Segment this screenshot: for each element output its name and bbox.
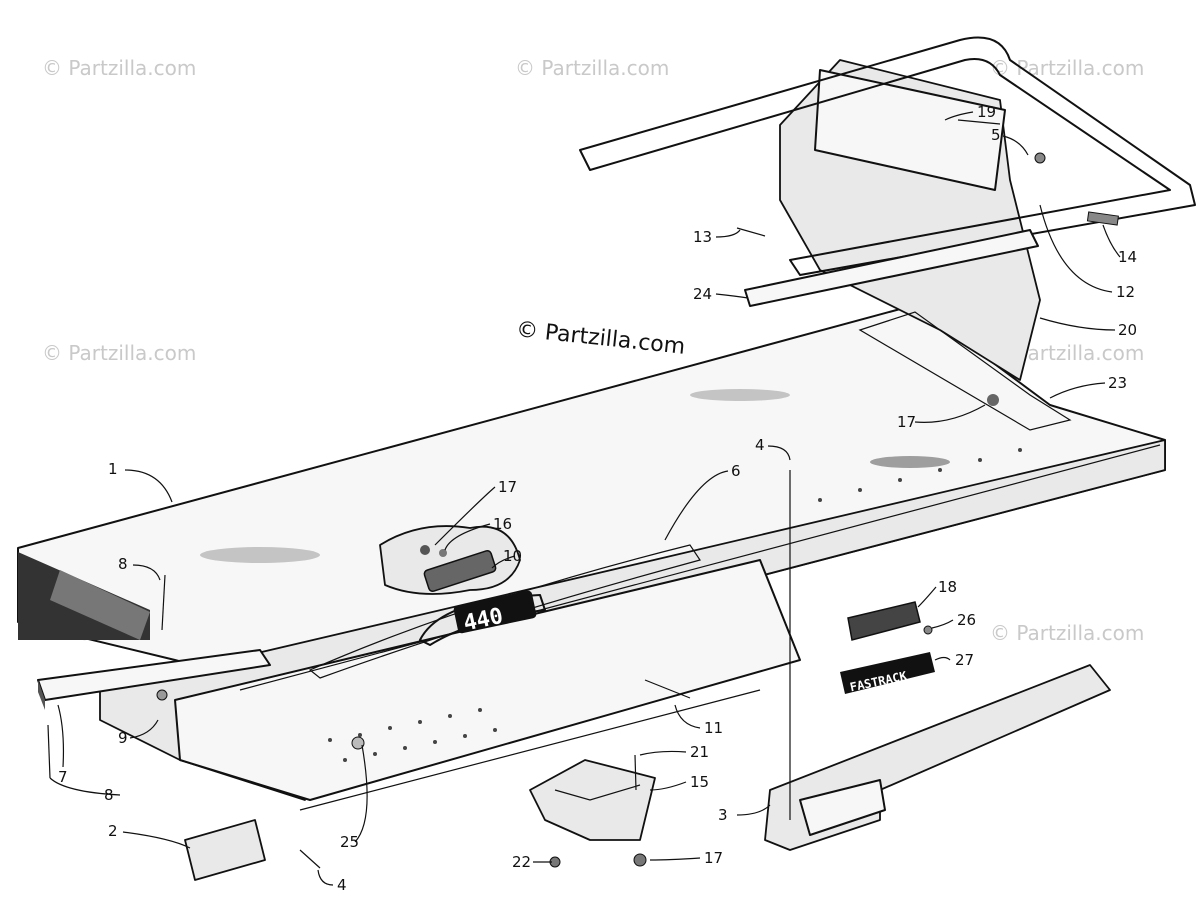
callout-13: 13 — [693, 228, 712, 246]
watermark-main: © Partzilla.com — [515, 317, 686, 360]
callout-9: 9 — [118, 729, 128, 747]
callout-23: 23 — [1108, 374, 1127, 392]
callout-5: 5 — [991, 126, 1001, 144]
callout-17-cutaway: 17 — [498, 478, 517, 496]
watermark-top-right: © Partzilla.com — [990, 56, 1144, 80]
callout-4-lower: 4 — [337, 876, 347, 894]
callout-4-upper: 4 — [755, 436, 765, 454]
callout-10: 10 — [503, 547, 522, 565]
watermark-low-right: © Partzilla.com — [990, 621, 1144, 645]
front-rail-channel — [37, 649, 271, 710]
callout-1: 1 — [108, 460, 118, 478]
callout-22: 22 — [512, 853, 531, 871]
corner-23 — [858, 311, 1072, 431]
callout-14: 14 — [1118, 248, 1137, 266]
callout-17-corner: 17 — [897, 413, 916, 431]
callout-16: 16 — [493, 515, 512, 533]
reflector-18 — [847, 601, 921, 641]
watermark-top-center: © Partzilla.com — [515, 56, 669, 80]
callout-8-upper: 8 — [118, 555, 128, 573]
callout-15: 15 — [690, 773, 709, 791]
watermark-mid-left: © Partzilla.com — [42, 341, 196, 365]
callout-12: 12 — [1116, 283, 1135, 301]
leader-lines — [49, 111, 1121, 886]
callout-7: 7 — [58, 768, 68, 786]
callout-27: 27 — [955, 651, 974, 669]
hole-pattern — [328, 448, 1022, 762]
callout-21: 21 — [690, 743, 709, 761]
callout-20: 20 — [1118, 321, 1137, 339]
callout-labels: 1 2 3 4 4 5 6 7 8 8 9 10 11 12 13 14 15 … — [58, 103, 1137, 894]
rear-bracket-3 — [764, 664, 1111, 851]
callout-24: 24 — [693, 285, 712, 303]
reflector-plate-2 — [184, 819, 266, 881]
callout-26: 26 — [957, 611, 976, 629]
model-decal-strip: 440 — [308, 544, 701, 679]
cutaway-block — [379, 525, 521, 595]
callout-6: 6 — [731, 462, 741, 480]
callout-8-lower: 8 — [104, 786, 114, 804]
callout-11: 11 — [704, 719, 723, 737]
bracket-15 — [529, 759, 656, 841]
callout-18: 18 — [938, 578, 957, 596]
watermark-top-left: © Partzilla.com — [42, 56, 196, 80]
callout-19: 19 — [977, 103, 996, 121]
tunnel-front-flange — [18, 552, 150, 640]
rear-snow-flap-20 — [779, 59, 1041, 381]
callout-3: 3 — [718, 806, 728, 824]
rail-24 — [744, 229, 1039, 307]
callout-2: 2 — [108, 822, 118, 840]
brand-decal-27: FASTRACK — [840, 652, 935, 694]
callout-17-bracket: 17 — [704, 849, 723, 867]
callout-25: 25 — [340, 833, 359, 851]
fastener-group — [47, 119, 1119, 869]
